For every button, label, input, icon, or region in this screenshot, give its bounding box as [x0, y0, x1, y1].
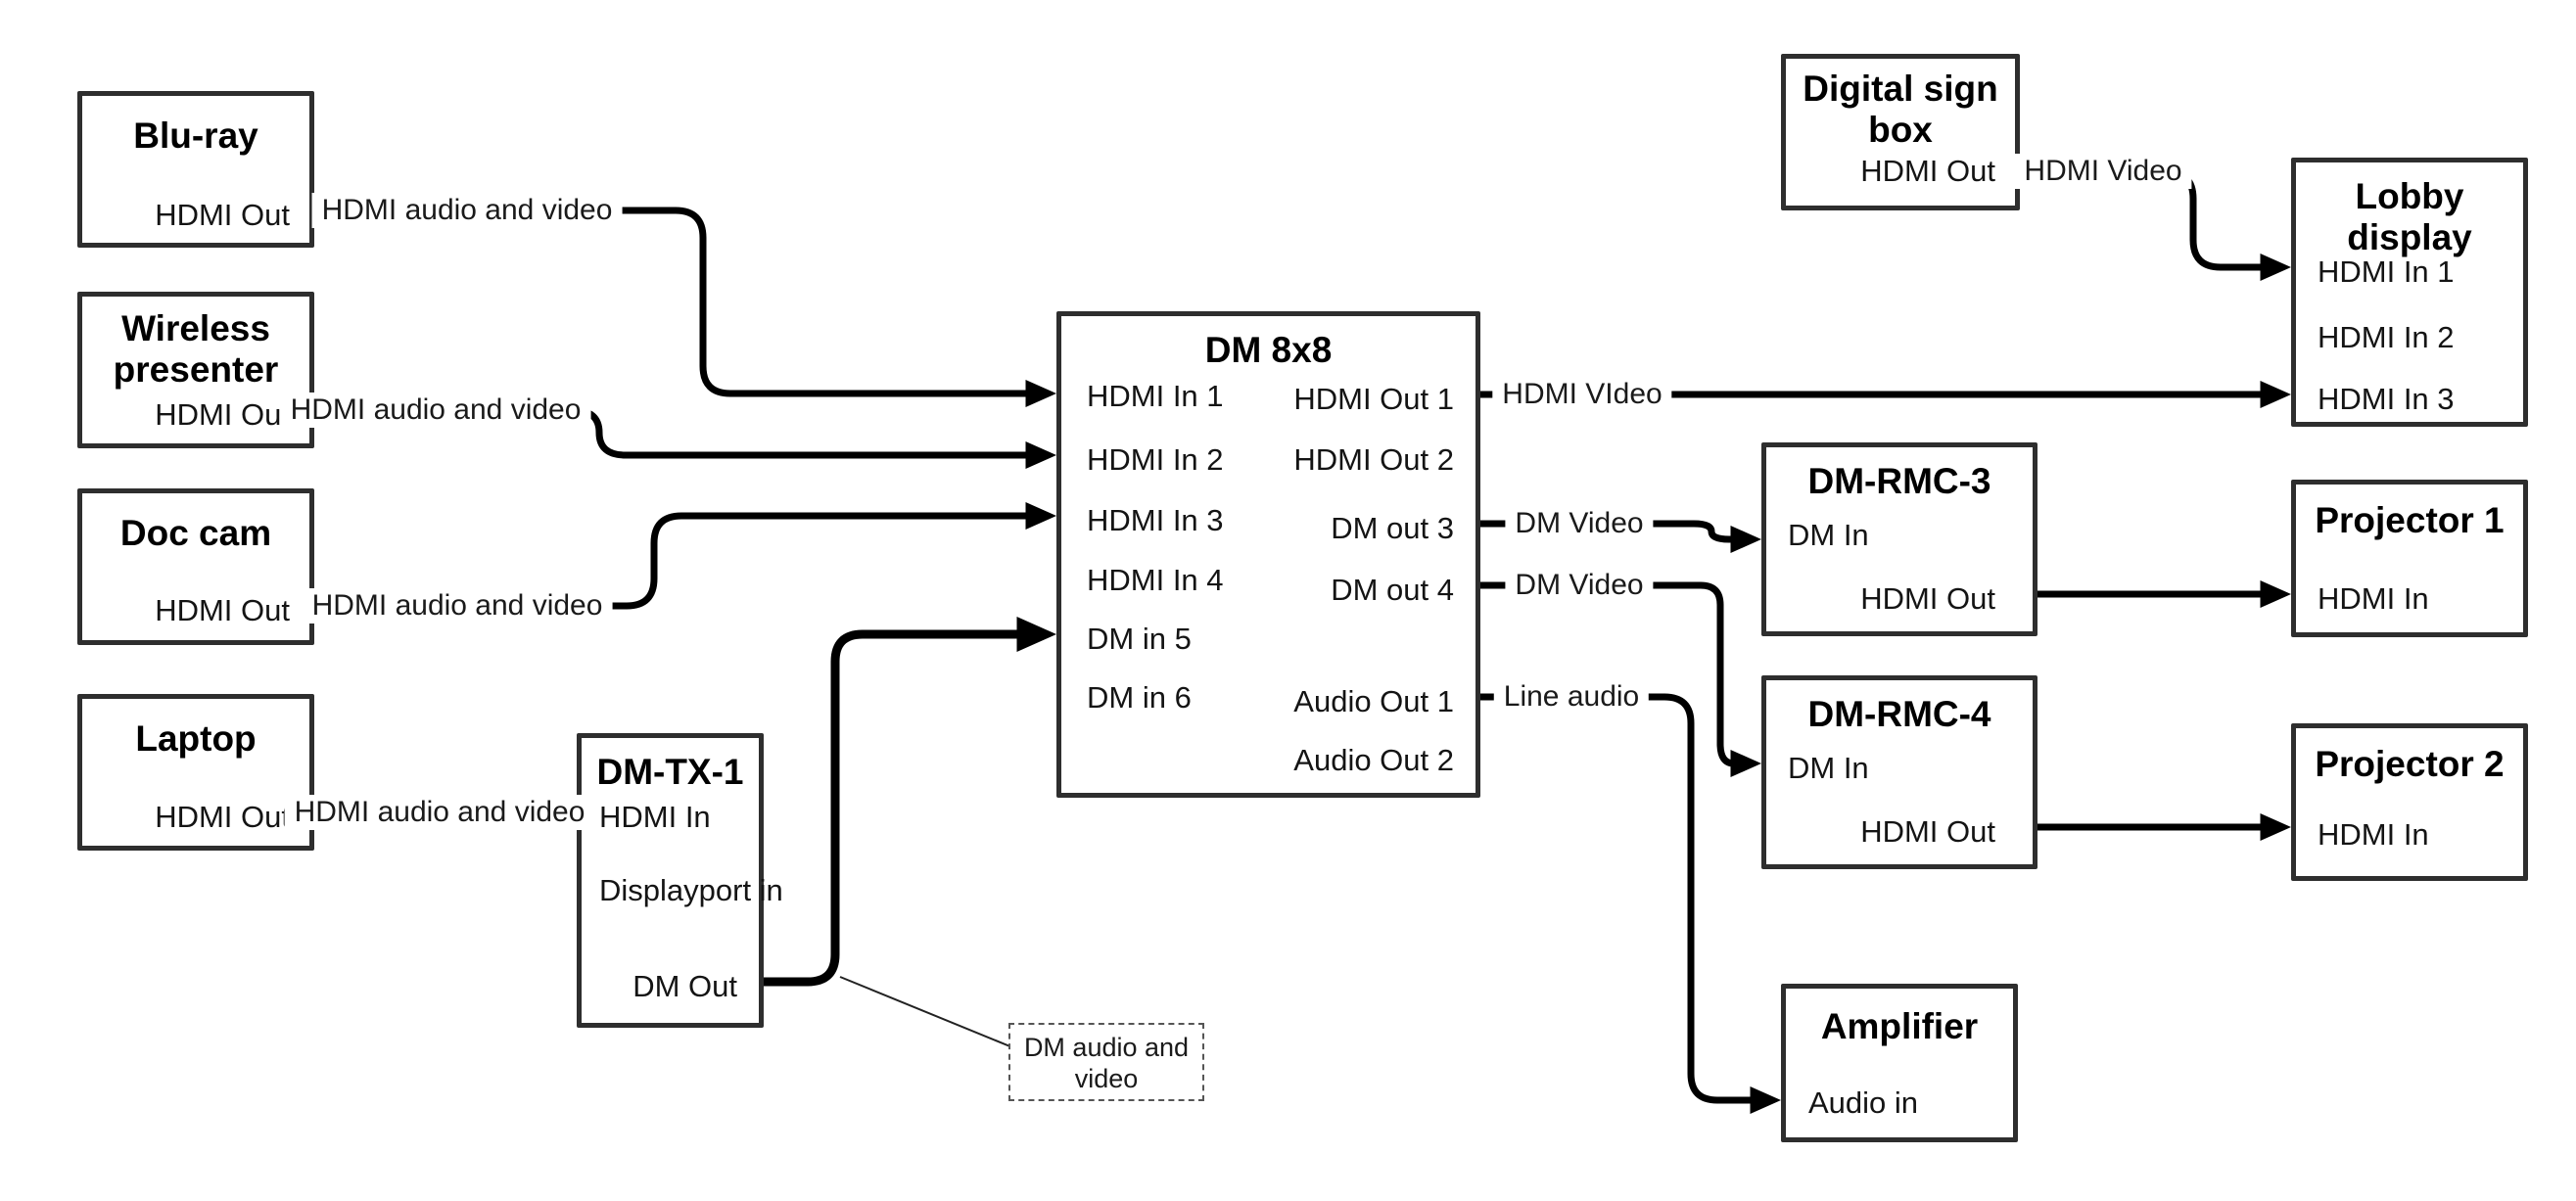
- node-dm-rmc-3: DM-RMC-3 DM In HDMI Out: [1761, 442, 2037, 636]
- port-dm8x8-audio-out-2: Audio Out 2: [1293, 743, 1454, 777]
- port-dm8x8-hdmi-in-4: HDMI In 4: [1087, 563, 1224, 597]
- callout-leader-line: [839, 976, 1013, 1048]
- node-title: Amplifier: [1820, 1006, 1979, 1046]
- wire-label-bluray: HDMI audio and video: [311, 193, 623, 228]
- wire-doccam-to-dm8x8-in3: [314, 502, 1056, 610]
- port-lobby-hdmi-in-2: HDMI In 2: [2318, 320, 2455, 354]
- node-dm-tx-1: DM-TX-1 HDMI In Displayport in DM Out: [577, 733, 783, 1028]
- port-rmc3-hdmi-out: HDMI Out: [1860, 581, 1995, 616]
- node-title: Digital sign box: [1803, 69, 1998, 150]
- port-dm8x8-hdmi-out-1: HDMI Out 1: [1293, 382, 1454, 416]
- wire-label-wireless: HDMI audio and video: [280, 393, 591, 428]
- wire-dm8x8-audio1-to-amplifier: [1480, 693, 1781, 1114]
- node-title: Blu-ray: [133, 115, 258, 156]
- port-dm8x8-dm-in-6: DM in 6: [1087, 680, 1192, 715]
- port-rmc3-dm-in: DM In: [1788, 518, 1869, 552]
- port-dm8x8-hdmi-in-1: HDMI In 1: [1087, 379, 1224, 413]
- wire-label-dm-video-3: DM Video: [1505, 506, 1654, 541]
- wire-label-dm-video-4: DM Video: [1505, 568, 1654, 603]
- node-projector-2: Projector 2 HDMI In: [2291, 723, 2528, 881]
- port-dm8x8-hdmi-in-2: HDMI In 2: [1087, 442, 1224, 477]
- port-dmtx1-hdmi-in: HDMI In: [599, 800, 711, 834]
- node-amplifier: Amplifier Audio in: [1781, 984, 2018, 1142]
- node-doc-cam: Doc cam HDMI Out: [77, 488, 314, 645]
- port-wireless-hdmi-out: HDMI Out: [155, 397, 290, 432]
- node-title: DM-RMC-4: [1807, 694, 1991, 734]
- node-digital-sign-box: Digital sign box HDMI Out: [1781, 54, 2020, 210]
- port-laptop-hdmi-out: HDMI Out: [155, 800, 290, 834]
- node-title: DM-TX-1: [596, 752, 744, 792]
- port-dm8x8-dm-in-5: DM in 5: [1087, 622, 1192, 656]
- port-blu-ray-hdmi-out: HDMI Out: [155, 198, 290, 232]
- port-amplifier-audio-in: Audio in: [1808, 1086, 1919, 1120]
- port-dm8x8-dm-out-4: DM out 4: [1331, 573, 1454, 607]
- port-digitalsign-hdmi-out: HDMI Out: [1860, 154, 1995, 188]
- node-title: Projector 1: [2315, 500, 2505, 540]
- node-title: Wireless presenter: [113, 308, 279, 390]
- node-title: Lobby display: [2347, 176, 2472, 257]
- port-rmc4-hdmi-out: HDMI Out: [1860, 814, 1995, 849]
- port-dm8x8-dm-out-3: DM out 3: [1331, 511, 1454, 545]
- wire-dm8x8-out4-to-rmc4: [1480, 581, 1761, 777]
- port-dm8x8-hdmi-out-2: HDMI Out 2: [1293, 442, 1454, 477]
- port-lobby-hdmi-in-1: HDMI In 1: [2318, 254, 2455, 289]
- node-lobby-display: Lobby display HDMI In 1 HDMI In 2 HDMI I…: [2291, 158, 2528, 427]
- node-blu-ray: Blu-ray HDMI Out: [77, 91, 314, 248]
- wire-bluray-to-dm8x8-in1: [314, 207, 1056, 407]
- port-dm8x8-audio-out-1: Audio Out 1: [1293, 684, 1454, 718]
- port-dmtx1-dm-out: DM Out: [632, 969, 737, 1003]
- port-dm8x8-hdmi-in-3: HDMI In 3: [1087, 503, 1224, 537]
- wire-dmtx1-to-dm8x8-in5: [764, 617, 1056, 987]
- port-projector1-hdmi-in: HDMI In: [2318, 581, 2429, 616]
- node-title: DM 8x8: [1204, 330, 1333, 370]
- node-title: Projector 2: [2315, 744, 2505, 784]
- port-rmc4-dm-in: DM In: [1788, 751, 1869, 785]
- wire-label-line-audio: Line audio: [1493, 679, 1650, 715]
- wire-dm8x8-out3-to-rmc3: [1480, 520, 1761, 553]
- wire-label-doccam: HDMI audio and video: [302, 588, 613, 624]
- port-dmtx1-displayport-in: Displayport in: [599, 873, 783, 907]
- node-dm-rmc-4: DM-RMC-4 DM In HDMI Out: [1761, 675, 2037, 869]
- wire-label-hdmi-video-out1: HDMI VIdeo: [1492, 377, 1672, 412]
- wire-label-hdmi-video-sign: HDMI Video: [2014, 154, 2192, 189]
- node-dm-8x8: DM 8x8 HDMI In 1 HDMI In 2 HDMI In 3 HDM…: [1056, 311, 1480, 798]
- node-projector-1: Projector 1 HDMI In: [2291, 480, 2528, 637]
- wire-label-laptop: HDMI audio and video: [284, 795, 595, 830]
- port-projector2-hdmi-in: HDMI In: [2318, 817, 2429, 852]
- port-doccam-hdmi-out: HDMI Out: [155, 593, 290, 627]
- node-title: Laptop: [135, 718, 257, 759]
- node-title: DM-RMC-3: [1807, 461, 1991, 501]
- node-wireless-presenter: Wireless presenter HDMI Out: [77, 292, 314, 448]
- port-lobby-hdmi-in-3: HDMI In 3: [2318, 382, 2455, 416]
- callout-dm-audio-video: DM audio and video: [1008, 1023, 1204, 1101]
- node-laptop: Laptop HDMI Out: [77, 694, 314, 851]
- node-title: Doc cam: [119, 513, 272, 553]
